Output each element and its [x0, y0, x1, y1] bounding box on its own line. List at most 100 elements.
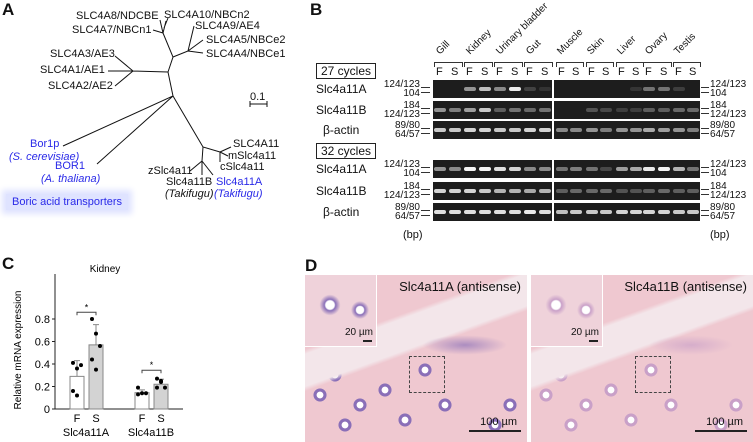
gel-band [524, 128, 536, 132]
y-tick-label: 0.8 [35, 314, 50, 326]
gel-band [434, 128, 446, 132]
gel-band [673, 189, 685, 193]
gel-band [658, 210, 670, 214]
gel-band [600, 128, 612, 132]
marker-size: 104 [710, 88, 727, 99]
gel-band [643, 167, 655, 171]
marker-size: 89/80 [394, 120, 420, 131]
y-tick-label: 0.4 [35, 359, 50, 371]
lane-sex-label: F [526, 66, 533, 78]
gel-band [494, 210, 506, 214]
gene-row-label: β-actin [323, 123, 360, 137]
marker-size: 124/123 [710, 79, 747, 90]
marker-size: 64/57 [710, 129, 736, 140]
lane-sex-label: S [602, 66, 610, 78]
gel-band [434, 189, 446, 193]
tree-label: SLC4A8/NDCBE [76, 10, 159, 22]
group-label: Slc4a11B [128, 427, 174, 439]
marker-size: 104 [710, 168, 727, 179]
tree-label-blue: Slc4a11A [216, 176, 263, 188]
gel-band [494, 128, 506, 132]
gel-band [616, 189, 628, 193]
gel-band [524, 189, 536, 193]
marker-size: 184 [403, 100, 420, 111]
marker-size: 89/80 [710, 202, 736, 213]
bp-unit-left: (bp) [403, 229, 423, 241]
gel-band [616, 108, 628, 112]
lane-sex-label: F [436, 66, 443, 78]
tissue-label: Gill [433, 39, 452, 57]
tissue-bracket [434, 62, 463, 67]
gel-lane-block-left [433, 121, 552, 139]
gel-band [687, 108, 699, 112]
gel-band [464, 189, 476, 193]
gel-band [524, 87, 536, 91]
marker-size: 124/123 [710, 109, 747, 120]
gel-band [556, 189, 568, 193]
marker-tick [421, 128, 430, 134]
data-point [136, 392, 140, 397]
gel-band [539, 167, 551, 171]
gel-band [600, 189, 612, 193]
cycle-count-box: 32 cycles [316, 143, 377, 159]
marker-size: 184 [710, 100, 727, 111]
data-point [155, 385, 159, 390]
y-axis-label: Relative mRNA expression [13, 291, 24, 410]
marker-size: 104 [403, 168, 420, 179]
x-category-label: S [92, 413, 99, 425]
marker-tick [701, 189, 709, 195]
gel-band [479, 189, 491, 193]
x-category-label: S [157, 413, 164, 425]
data-point [71, 360, 75, 365]
tree-label: SLC4A2/AE2 [48, 80, 113, 92]
tissue-bracket [673, 62, 701, 67]
gel-band [464, 87, 476, 91]
tissue-bracket [524, 62, 553, 67]
gel-band [556, 128, 568, 132]
tree-label: SLC4A4/NBCe1 [206, 48, 286, 60]
gel-lane-block-right [554, 160, 700, 178]
data-point [144, 391, 148, 396]
gel-band [570, 167, 582, 171]
data-point [90, 357, 94, 362]
gel-band [464, 167, 476, 171]
marker-tick [421, 87, 430, 93]
gel-band [643, 87, 655, 91]
significance-star: * [85, 302, 89, 312]
gel-band [479, 210, 491, 214]
y-tick-label: 0.6 [35, 337, 50, 349]
marker-tick [701, 108, 709, 114]
bp-unit-right: (bp) [710, 229, 730, 241]
tissue-bracket [586, 62, 614, 67]
gel-band [449, 210, 461, 214]
tissue-label: Muscle [555, 26, 586, 57]
gel-band [570, 189, 582, 193]
data-point [79, 363, 83, 368]
gel-band [539, 87, 551, 91]
gel-lane-block-left [433, 182, 552, 200]
marker-size: 124/123 [383, 79, 420, 90]
gel-lane-block-right [554, 121, 700, 139]
gel-band [586, 108, 598, 112]
tissue-label: Kidney [463, 27, 494, 57]
gel-band [509, 87, 521, 91]
gel-lane-block-left [433, 203, 552, 221]
gel-band [556, 210, 568, 214]
tissue-label: Ovary [642, 30, 670, 57]
gel-band [464, 210, 476, 214]
marker-tick [421, 167, 430, 173]
lane-sex-label: S [689, 66, 697, 78]
gel-band [687, 167, 699, 171]
tree-label: SLC4A1/AE1 [40, 64, 105, 76]
gel-band [494, 167, 506, 171]
tree-label: SLC4A10/NBCn2 [164, 9, 250, 21]
data-point [98, 344, 102, 348]
x-category-label: F [139, 413, 146, 425]
marker-tick [701, 128, 709, 134]
